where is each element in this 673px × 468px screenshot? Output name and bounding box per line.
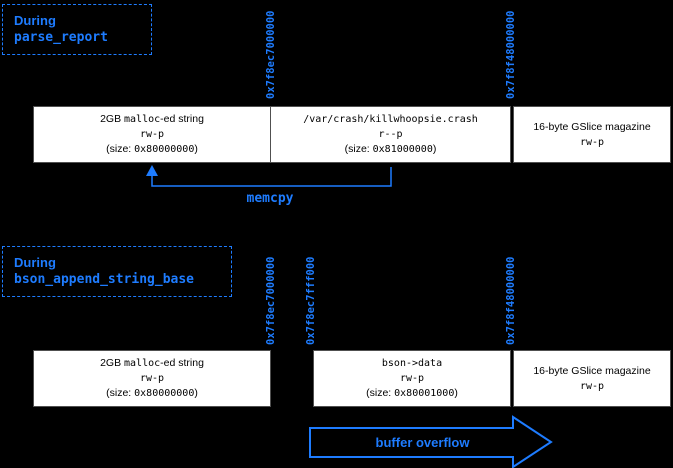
- address-label: 0x7f8ec7fff000: [305, 256, 317, 345]
- memory-region-gslice-magazine: 16-byte GSlice magazine rw-p: [513, 350, 671, 407]
- arrowhead-up-icon: [146, 165, 158, 176]
- memory-region-gslice-magazine: 16-byte GSlice magazine rw-p: [513, 106, 671, 163]
- region-perms: rw-p: [399, 373, 425, 384]
- phase-label-bson-append-string-base: During bson_append_string_base: [2, 246, 232, 297]
- region-name: 16-byte GSlice magazine: [533, 120, 651, 133]
- region-size: (size: 0x80000000): [106, 387, 198, 399]
- region-size: (size: 0x80001000): [366, 387, 458, 399]
- region-size: (size: 0x80000000): [106, 143, 198, 155]
- address-label: 0x7f8f48000000: [505, 256, 517, 345]
- memory-region-2gb-string: 2GB malloc-ed string rw-p (size: 0x80000…: [33, 106, 271, 163]
- phase-function-name: parse_report: [14, 30, 108, 45]
- phase-during-text: During: [14, 13, 56, 28]
- memory-region-crash-file: /var/crash/killwhoopsie.crash r--p (size…: [270, 106, 511, 163]
- memcpy-label: memcpy: [246, 191, 294, 206]
- region-name: /var/crash/killwhoopsie.crash: [303, 114, 478, 125]
- region-size: (size: 0x81000000): [344, 143, 437, 155]
- region-name: 16-byte GSlice magazine: [533, 364, 651, 377]
- region-perms: rw-p: [579, 136, 605, 148]
- region-perms: rw-p: [139, 129, 165, 140]
- memory-region-2gb-string: 2GB malloc-ed string rw-p (size: 0x80000…: [33, 350, 271, 407]
- buffer-overflow-label: buffer overflow: [375, 435, 470, 450]
- address-label: 0x7f8ec7000000: [265, 10, 277, 99]
- address-label: 0x7f8f48000000: [505, 10, 517, 99]
- region-perms: rw-p: [579, 380, 605, 392]
- region-name: 2GB malloc-ed string: [100, 113, 204, 125]
- region-perms: rw-p: [139, 373, 165, 384]
- region-perms: r--p: [378, 129, 403, 140]
- region-name: bson->data: [381, 358, 443, 369]
- phase-during-text: During: [14, 255, 56, 270]
- address-label: 0x7f8ec7000000: [265, 256, 277, 345]
- phase-function-name: bson_append_string_base: [14, 272, 195, 287]
- region-name: 2GB malloc-ed string: [100, 357, 204, 369]
- memory-region-bson-data: bson->data rw-p (size: 0x80001000): [313, 350, 511, 407]
- phase-label-parse-report: During parse_report: [2, 4, 152, 55]
